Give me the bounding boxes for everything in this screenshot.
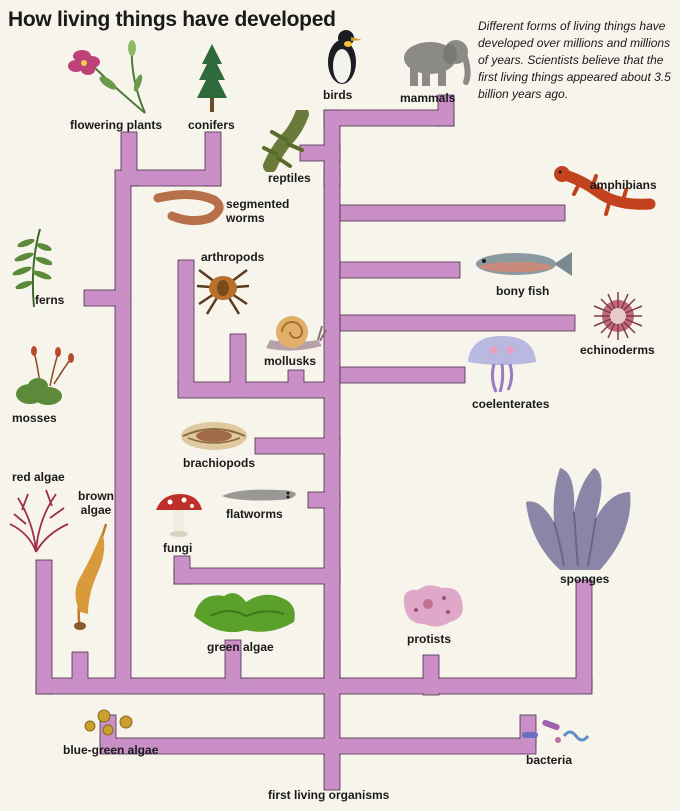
fish-icon (472, 248, 574, 280)
amoeba-icon (398, 582, 468, 630)
label-coelenterates: coelenterates (472, 397, 549, 411)
tree-branches (36, 95, 592, 790)
branch-fill (341, 368, 464, 382)
branch-fill (73, 653, 87, 691)
branch-fill (179, 383, 337, 397)
branch-fill (37, 561, 51, 693)
branch-fill (309, 493, 339, 507)
sponge-icon (520, 462, 640, 574)
branch-fill (341, 263, 459, 277)
jellyfish-icon (464, 334, 540, 394)
label-red-algae: red algae (12, 470, 65, 484)
branch-fill (341, 206, 564, 220)
label-arthropods: arthropods (201, 250, 264, 264)
crocodile-icon (258, 110, 314, 172)
spider-icon (193, 260, 253, 316)
green-algae-icon (190, 586, 300, 638)
label-bony-fish: bony fish (496, 284, 549, 298)
branch-fill (231, 335, 245, 393)
label-blue-green-algae: blue-green algae (63, 743, 158, 757)
label-bacteria: bacteria (526, 753, 572, 767)
branch-fill (325, 171, 339, 185)
label-birds: birds (323, 88, 352, 102)
label-reptiles: reptiles (268, 171, 311, 185)
red-algae-icon (6, 484, 72, 554)
label-mosses: mosses (12, 411, 57, 425)
label-brown-algae: brown algae (73, 489, 119, 517)
kelp-icon (66, 522, 112, 634)
branch-fill (341, 316, 574, 330)
sea-urchin-icon (590, 290, 646, 342)
branch-fill (424, 656, 438, 694)
bacteria-icon (518, 716, 590, 748)
elephant-icon (398, 34, 474, 88)
branch-fill (101, 739, 535, 753)
label-protists: protists (407, 632, 451, 646)
branch-fill (175, 569, 339, 583)
branch-fill (206, 133, 220, 185)
cyanobacteria-icon (82, 708, 142, 740)
branch-fill (179, 261, 193, 389)
mushroom-icon (152, 492, 206, 538)
label-mollusks: mollusks (264, 354, 316, 368)
branch-fill (122, 171, 220, 185)
branch-fill (122, 133, 136, 185)
label-mammals: mammals (400, 91, 455, 105)
penguin-icon (320, 28, 366, 86)
branch-fill (116, 171, 130, 689)
label-echinoderms: echinoderms (580, 343, 655, 357)
branch-fill (256, 439, 339, 453)
brachiopod-icon (178, 418, 250, 454)
label-first-living-organisms: first living organisms (268, 788, 389, 802)
worm-icon (152, 188, 230, 226)
label-sponges: sponges (560, 572, 609, 586)
label-brachiopods: brachiopods (183, 456, 255, 470)
branch-fill (577, 581, 591, 689)
label-fungi: fungi (163, 541, 192, 555)
flatworm-icon (218, 484, 300, 506)
label-amphibians: amphibians (590, 178, 657, 192)
branch-fill (289, 371, 303, 391)
conifer-icon (195, 42, 229, 114)
label-segmented-worms: segmented worms (226, 197, 296, 225)
label-flatworms: flatworms (226, 507, 283, 521)
label-green-algae: green algae (207, 640, 274, 654)
label-conifers: conifers (188, 118, 235, 132)
label-flowering-plants: flowering plants (70, 118, 162, 132)
snail-icon (262, 310, 328, 356)
branch-fill (175, 557, 189, 583)
flower-icon (60, 38, 160, 118)
branch-fill (325, 111, 453, 125)
branch-fill (85, 291, 128, 305)
label-ferns: ferns (35, 293, 64, 307)
moss-icon (10, 346, 76, 406)
branch-fill (325, 111, 339, 689)
